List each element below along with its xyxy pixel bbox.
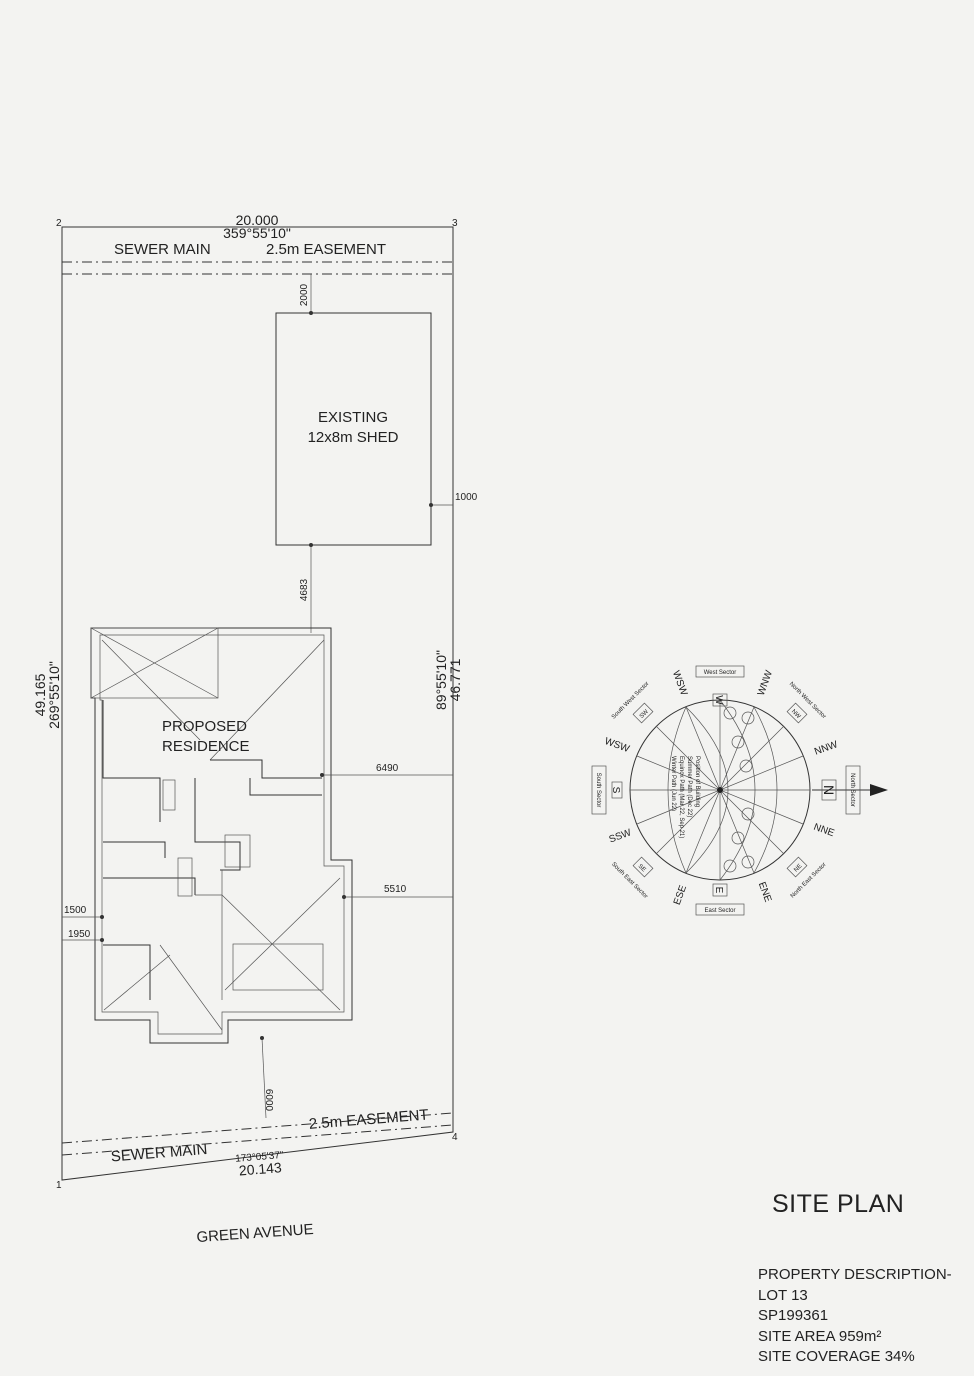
dim-house-to-right-2: 5510 [384,884,407,895]
property-description: PROPERTY DESCRIPTION- LOT 13 SP199361 SI… [758,1265,952,1368]
compass-east: E [713,887,724,894]
residence-label-line1: PROPOSED [162,718,247,735]
property-heading: PROPERTY DESCRIPTION- [758,1266,952,1283]
compass-sw: SW [639,709,650,720]
compass-nnw: NNW [813,739,840,758]
bottom-easement-label: 2.5m EASEMENT [308,1106,429,1132]
sun-path-legend: Winter Path (Jun 22) Equinox Path (Mar 2… [670,756,700,838]
bottom-boundary-length: 20.143 [238,1159,282,1178]
compass-ne: NE [793,863,803,873]
west-sector-label: West Sector [704,670,737,676]
dim-house-to-left-1: 1500 [64,905,87,916]
top-boundary-bearing: 359°55'10" [223,225,291,241]
shed-label-line2: 12x8m SHED [308,429,399,446]
compass-nne: NNE [812,822,836,840]
existing-shed [275,312,432,546]
left-boundary-length: 49.165 [32,673,48,716]
property-lot: LOT 13 [758,1286,808,1304]
compass-south: S [610,787,621,794]
legend-winter: Winter Path (Jun 22) [670,756,676,811]
dim-house-to-right-1: 6490 [376,763,399,774]
compass-wsw-top: WSW [670,669,689,697]
road-name: GREEN AVENUE [196,1221,314,1246]
shed-label-line1: EXISTING [318,409,388,426]
dim-house-to-left-2: 1950 [68,929,91,940]
legend-building: Position of Building [694,756,700,807]
lot-boundary [61,226,454,1181]
compass-wsw: WSW [603,736,631,755]
property-site-area: SITE AREA 959m² [758,1327,882,1345]
proposed-residence [90,627,353,1044]
corner-2: 2 [56,218,62,229]
dim-house-to-shed: 4683 [299,578,310,601]
dim-shed-to-easement: 2000 [299,283,310,306]
dim-house-to-front: 6000 [263,1089,274,1112]
right-boundary-bearing: 89°55'10" [433,650,449,710]
compass-se: SE [637,863,647,873]
left-boundary-bearing: 269°55'10" [46,661,62,729]
bottom-easement-line [61,1112,454,1144]
compass-wnw: WNW [756,669,775,698]
compass-west: W [713,695,724,705]
top-easement-label: 2.5m EASEMENT [266,241,386,258]
north-sector-label: North Sector [849,773,855,807]
bottom-easement-line-2 [61,1124,454,1156]
right-boundary-length: 46.771 [447,658,463,701]
legend-equinox: Equinox Path (Mar 22, Sep 21) [678,756,684,838]
corner-1: 1 [56,1180,62,1191]
top-boundary-length: 20.000 [236,212,279,228]
corner-3: 3 [452,218,458,229]
compass-ssw: SSW [608,827,634,845]
compass-nw: NW [790,709,802,721]
dim-shed-to-right: 1000 [455,492,478,503]
bottom-sewer-main-label: SEWER MAIN [110,1141,208,1166]
compass-ene: ENE [756,881,773,904]
corner-4: 4 [452,1132,458,1143]
sun-path-compass [629,699,888,881]
top-sewer-main-label: SEWER MAIN [114,241,211,258]
residence-label-line2: RESIDENCE [162,738,250,755]
property-site-coverage: SITE COVERAGE 34% [758,1348,915,1365]
south-sector-label: South Sector [595,773,601,808]
property-plan-number: SP199361 [758,1307,829,1324]
east-sector-label: East Sector [704,908,735,914]
legend-summer: Summer Path (Dec 22) [686,756,692,817]
compass-north: N [821,785,837,795]
compass-ese: ESE [672,884,689,907]
bottom-boundary-bearing: 173°05'37" [235,1150,285,1165]
sheet-title: SITE PLAN [772,1190,905,1218]
